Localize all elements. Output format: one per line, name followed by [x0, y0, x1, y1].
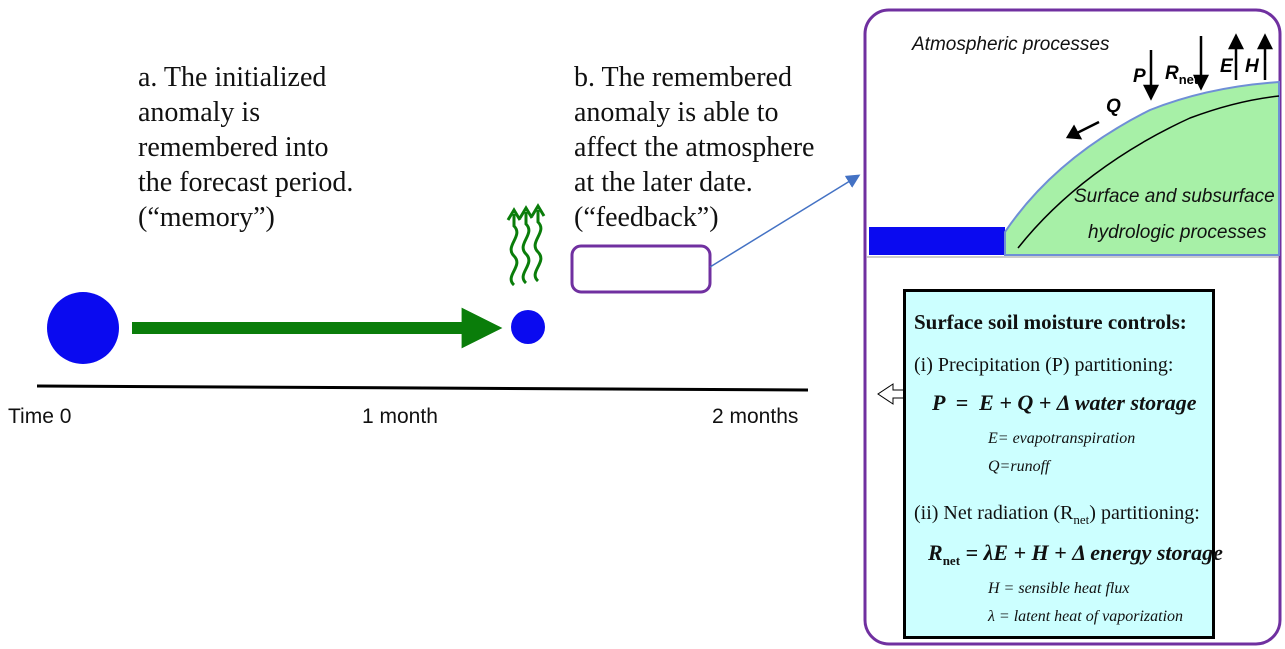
axis-label-1-month: 1 month [362, 405, 438, 428]
caption-a: a. The initialized anomaly is remembered… [138, 60, 353, 235]
caption-b-feedback: (“feedback”) [574, 202, 719, 233]
box-i-def-q: Q=runoff [988, 458, 1050, 475]
land-mass [1004, 80, 1280, 256]
caption-b: b. The remembered anomaly is able to aff… [574, 60, 814, 235]
box-ii-eq-sub: net [942, 553, 961, 568]
time-axis [36, 384, 809, 392]
pointer-arrow [709, 174, 861, 268]
box-ii-heading-sub: net [1073, 512, 1090, 527]
box-ii-eq-r: R [928, 540, 943, 565]
subsurface-layer-line [1017, 95, 1280, 249]
caption-a-line: (“memory”) [138, 202, 275, 233]
soil-moisture-box: Surface soil moisture controls: (i) Prec… [903, 289, 1223, 639]
caption-b-line: b. The remembered [574, 62, 792, 93]
flux-label-p: P [1133, 66, 1146, 87]
box-title: Surface soil moisture controls: [914, 310, 1187, 334]
caption-a-line: anomaly is [138, 97, 261, 128]
caption-b-line: at the later date. [574, 167, 753, 198]
caption-a-line: remembered into [138, 132, 329, 163]
initial-anomaly-circle [47, 292, 119, 364]
water-body [869, 227, 1005, 255]
surface-label-line2: hydrologic processes [1088, 222, 1267, 243]
axis-label-2-months: 2 months [712, 405, 799, 428]
flux-arrows [1065, 33, 1274, 140]
remembered-anomaly-circle [511, 310, 545, 344]
box-ii-heading-pre: (ii) Net radiation (R [914, 502, 1074, 524]
feedback-highlight [570, 244, 712, 294]
box-i-heading: (i) Precipitation (P) partitioning: [914, 354, 1174, 376]
flux-label-r: R [1165, 63, 1179, 84]
caption-a-line: a. The initialized [138, 62, 327, 93]
caption-b-line: anomaly is able to [574, 97, 779, 128]
box-ii-equation: Rnet = λE + H + Δ energy storage [928, 540, 1223, 568]
box-ii-eq-rest: = λE + H + Δ energy storage [960, 540, 1223, 565]
flux-label-h: H [1245, 56, 1259, 77]
flux-label-rnet: Rnet [1165, 63, 1199, 87]
box-ii-heading: (ii) Net radiation (Rnet) partitioning: [914, 502, 1200, 527]
box-i-equation: P = E + Q + Δ water storage [932, 390, 1197, 415]
caption-a-line: the forecast period. [138, 167, 354, 198]
atmospheric-processes-label: Atmospheric processes [912, 34, 1110, 55]
heat-waves-icon [506, 203, 546, 287]
flux-label-r-sub: net [1178, 72, 1199, 87]
caption-b-line: affect the atmosphere [574, 132, 815, 163]
flux-label-q: Q [1106, 96, 1121, 117]
box-ii-heading-post: ) partitioning: [1089, 502, 1200, 524]
box-ii-def-lambda: λ = latent heat of vaporization [988, 608, 1184, 625]
surface-label-line1: Surface and subsurface [1074, 186, 1275, 207]
flux-label-e: E [1220, 56, 1233, 77]
axis-label-time0: Time 0 [8, 405, 72, 428]
box-i-def-e: E= evapotranspiration [988, 430, 1136, 447]
box-ii-def-h: H = sensible heat flux [988, 580, 1130, 597]
